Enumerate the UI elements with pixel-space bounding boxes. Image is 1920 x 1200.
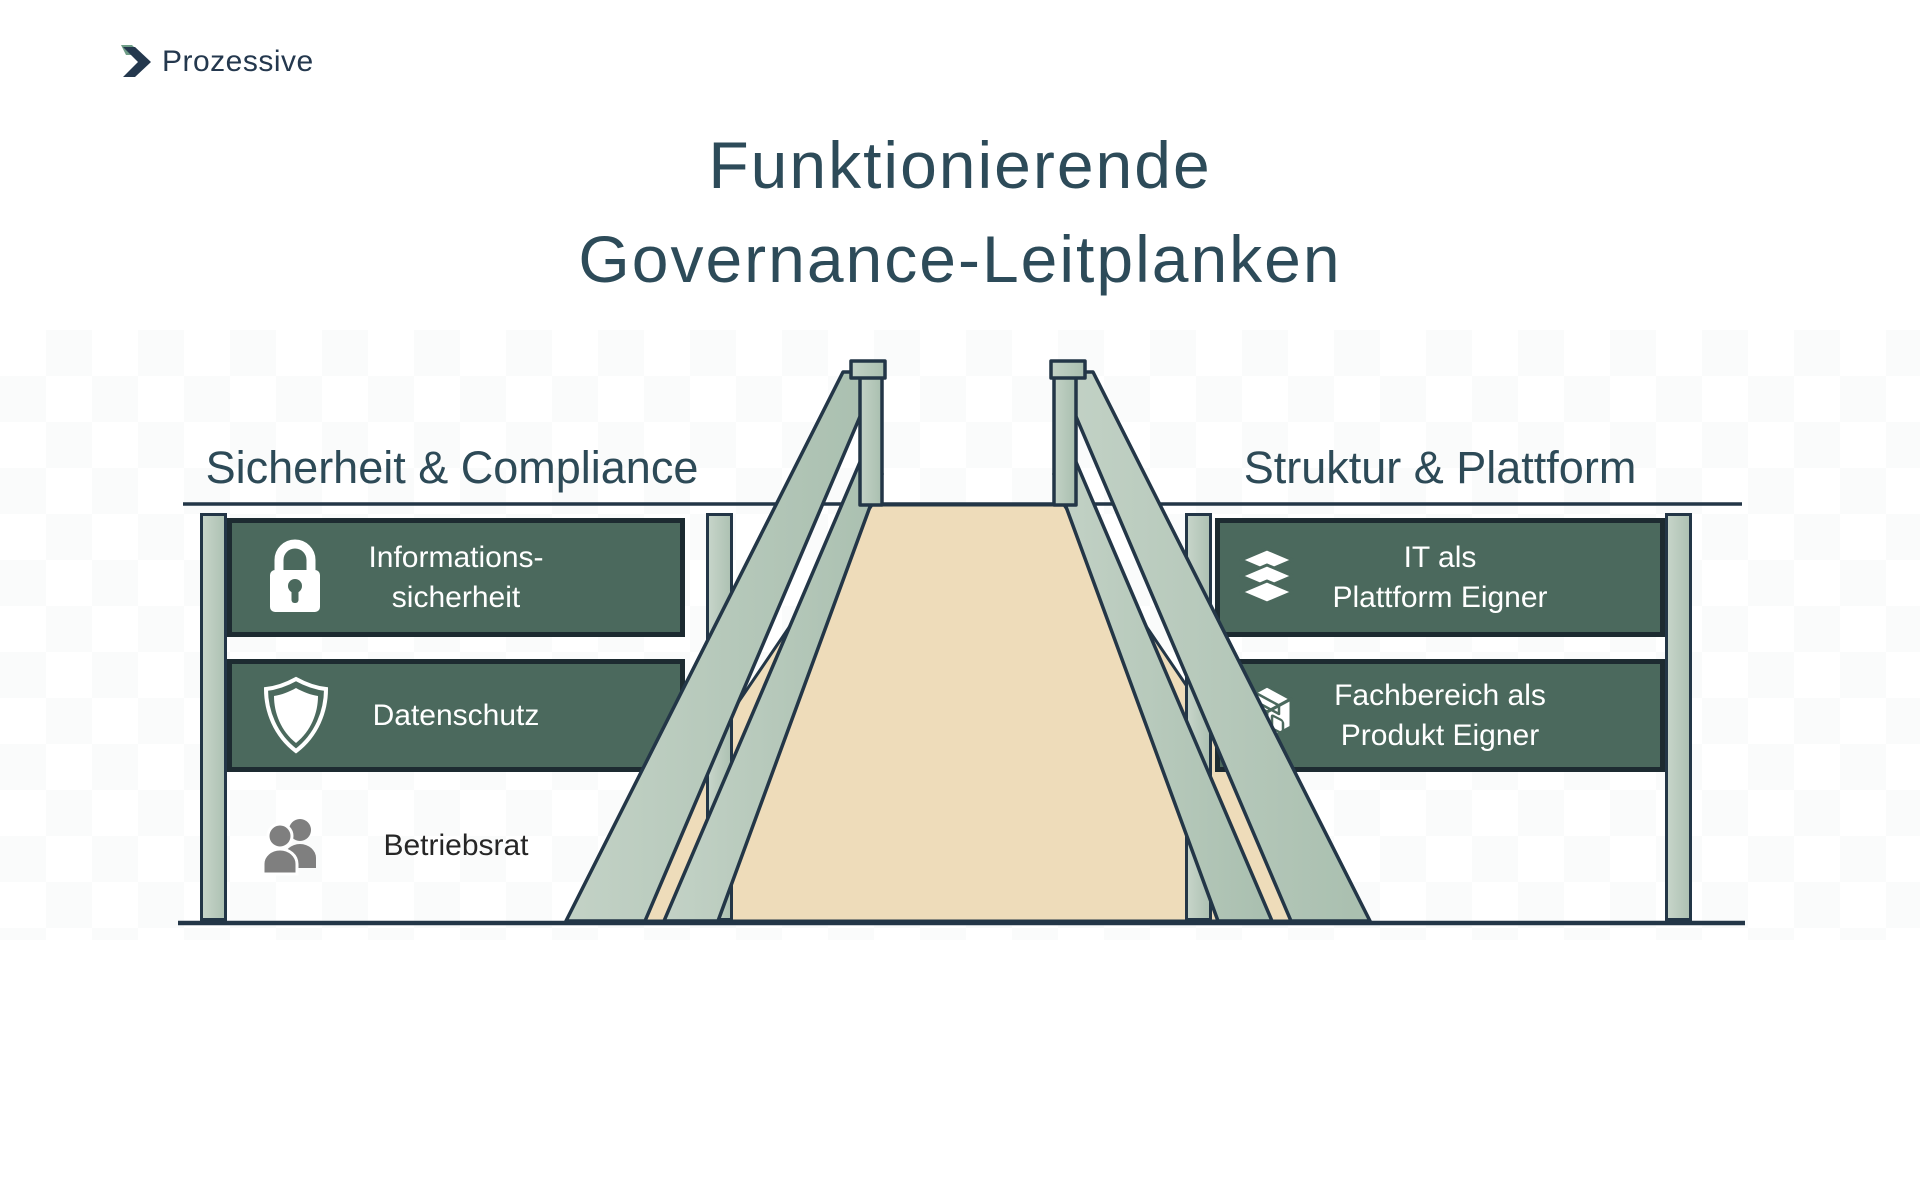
brand-logo: Prozessive [118,44,314,80]
left-outer-signpost [200,513,227,921]
sign-panel-datenschutz: Datenschutz [227,659,685,772]
shield-icon [263,676,329,754]
package-icon [1241,684,1293,741]
panel-label-line1: IT als [1403,540,1477,574]
chevron-right-icon [121,45,151,77]
right-section-header: Struktur & Plattform [1243,442,1637,493]
sign-panel-fachbereich-produkt-eigner: Fachbereich als Produkt Eigner [1215,659,1665,772]
right-inner-signpost [1185,513,1212,921]
panel-label-line2: sicherheit [391,580,521,614]
diagram-title: Funktionierende Governance-Leitplanken [0,118,1920,306]
panel-label-line2: Produkt Eigner [1340,718,1540,752]
sign-panel-informationssicherheit: Informations- sicherheit [227,518,685,637]
layers-icon [1239,547,1295,604]
people-icon [261,819,316,876]
row-label: Betriebsrat [383,829,529,862]
diagram-title-line2: Governance-Leitplanken [578,222,1342,296]
diagram-title-line1: Funktionierende [708,128,1212,202]
lock-icon [270,539,320,612]
panel-label-line1: Informations- [368,540,544,574]
panel-label: Informations- sicherheit [232,538,680,618]
panel-label: Datenschutz [372,698,540,732]
right-outer-signpost [1665,513,1692,921]
brand-name: Prozessive [162,45,314,78]
left-inner-signpost [706,513,733,921]
betriebsrat-row: Betriebsrat [227,790,685,902]
sign-panel-it-plattform-eigner: IT als Plattform Eigner [1215,518,1665,637]
left-section-header: Sicherheit & Compliance [205,442,699,493]
